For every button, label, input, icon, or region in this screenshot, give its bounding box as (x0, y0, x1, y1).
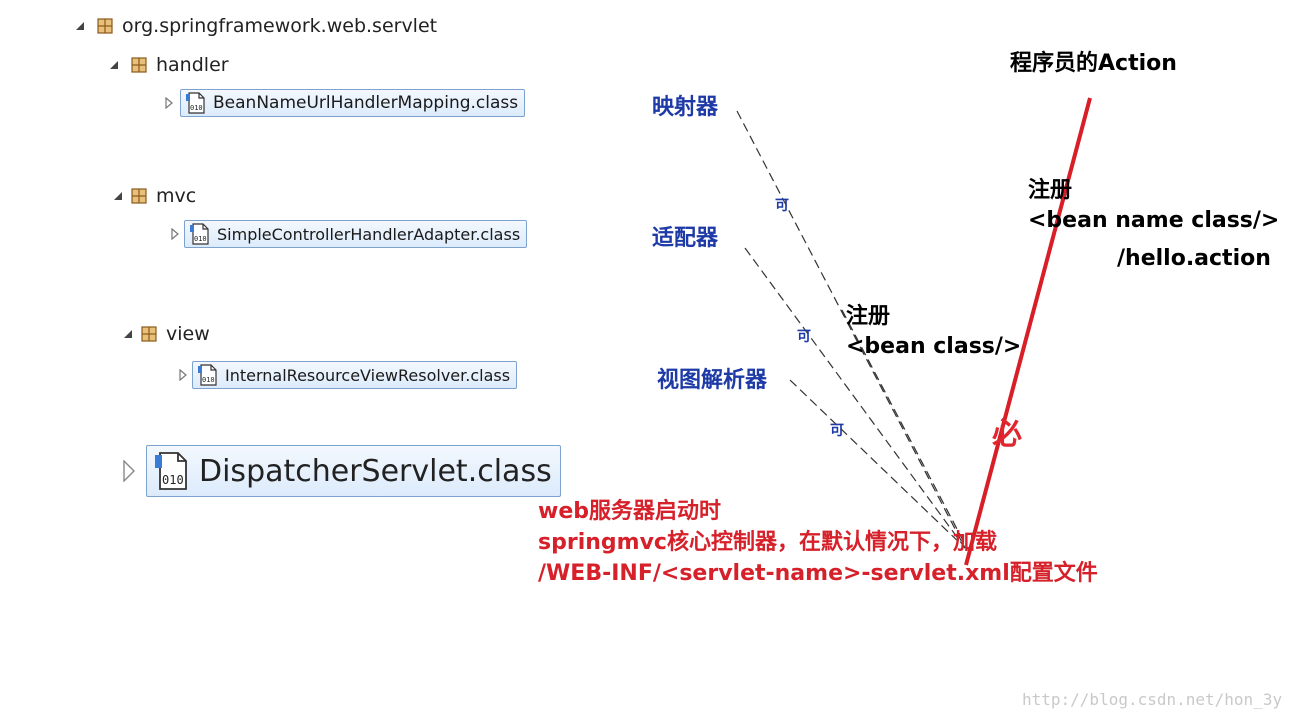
package-mvc-label: mvc (156, 185, 197, 207)
class-name: InternalResourceViewResolver.class (225, 365, 511, 385)
svg-text:010: 010 (190, 104, 203, 112)
watermark: http://blog.csdn.net/hon_3y (1022, 690, 1283, 709)
optional-mark-mapper: 可 (775, 198, 789, 214)
class-file-icon: 010 (185, 92, 207, 114)
triangle-down-icon[interactable] (74, 20, 86, 32)
class-name: DispatcherServlet.class (199, 453, 552, 489)
triangle-right-icon[interactable] (164, 97, 174, 109)
view-resolver-label: 视图解析器 (657, 368, 768, 393)
startup-note-line1: web服务器启动时 (538, 499, 721, 524)
mapper-dashed-line (736, 110, 966, 549)
class-file-icon: 010 (197, 364, 219, 386)
required-mark: 必 (992, 417, 1022, 452)
mapper-label: 映射器 (652, 95, 719, 120)
package-icon (130, 187, 148, 205)
tree-row-mvc[interactable]: mvc (112, 184, 196, 208)
bean-class-dashed-line (841, 309, 968, 549)
tree-row-handler[interactable]: handler (108, 53, 229, 77)
required-red-line (964, 97, 1092, 566)
register-bean-name-block: 注册 <bean name class/> (1028, 176, 1279, 236)
package-handler-label: handler (156, 54, 229, 76)
hello-action-url: /hello.action (1117, 246, 1271, 271)
tree-row-mvc-class[interactable]: 010 SimpleControllerHandlerAdapter.class (170, 219, 528, 249)
tree-row-view-class[interactable]: 010 InternalResourceViewResolver.class (178, 360, 518, 390)
tree-row-handler-class[interactable]: 010 BeanNameUrlHandlerMapping.class (164, 88, 526, 118)
optional-mark-resolver: 可 (830, 423, 844, 439)
triangle-down-icon[interactable] (108, 59, 120, 71)
triangle-right-icon[interactable] (170, 228, 180, 240)
register-label: 注册 (1028, 178, 1073, 203)
triangle-down-icon[interactable] (122, 328, 134, 340)
triangle-down-icon[interactable] (112, 190, 124, 202)
tree-row-view[interactable]: view (122, 322, 210, 346)
bean-name-class-tag: <bean name class/> (1028, 208, 1280, 233)
package-root-label: org.springframework.web.servlet (122, 15, 438, 37)
package-icon (130, 56, 148, 74)
class-file-box[interactable]: 010 DispatcherServlet.class (146, 445, 561, 497)
register-bean-class-block: 注册 <bean class/> (846, 302, 1021, 362)
adapter-label: 适配器 (652, 226, 719, 251)
triangle-right-icon[interactable] (122, 459, 136, 483)
triangle-right-icon[interactable] (178, 369, 188, 381)
startup-note: web服务器启动时 springmvc核心控制器，在默认情况下，加载 /WEB-… (538, 496, 1098, 589)
tree-row-dispatcher[interactable]: 010 DispatcherServlet.class (122, 443, 561, 499)
resolver-dashed-line (789, 379, 966, 549)
startup-note-line2: springmvc核心控制器，在默认情况下，加载 (538, 530, 997, 555)
register-label: 注册 (846, 304, 891, 329)
package-view-label: view (166, 323, 210, 345)
svg-text:010: 010 (194, 235, 207, 243)
startup-note-line3: /WEB-INF/<servlet-name>-servlet.xml配置文件 (538, 561, 1098, 586)
svg-text:010: 010 (202, 376, 215, 384)
class-file-box[interactable]: 010 BeanNameUrlHandlerMapping.class (180, 89, 526, 117)
class-file-icon: 010 (153, 451, 191, 491)
tree-row-root[interactable]: org.springframework.web.servlet (74, 14, 437, 38)
adapter-dashed-line (744, 247, 966, 549)
class-name: BeanNameUrlHandlerMapping.class (213, 93, 519, 113)
optional-mark-adapter: 可 (797, 329, 811, 345)
svg-text:010: 010 (162, 473, 184, 487)
programmer-action-label: 程序员的Action (1010, 51, 1177, 76)
bean-class-tag: <bean class/> (846, 334, 1022, 359)
class-file-icon: 010 (189, 223, 211, 245)
class-file-box[interactable]: 010 InternalResourceViewResolver.class (192, 361, 518, 389)
package-icon (140, 325, 158, 343)
class-name: SimpleControllerHandlerAdapter.class (217, 224, 521, 244)
class-file-box[interactable]: 010 SimpleControllerHandlerAdapter.class (184, 220, 528, 248)
package-icon (96, 17, 114, 35)
